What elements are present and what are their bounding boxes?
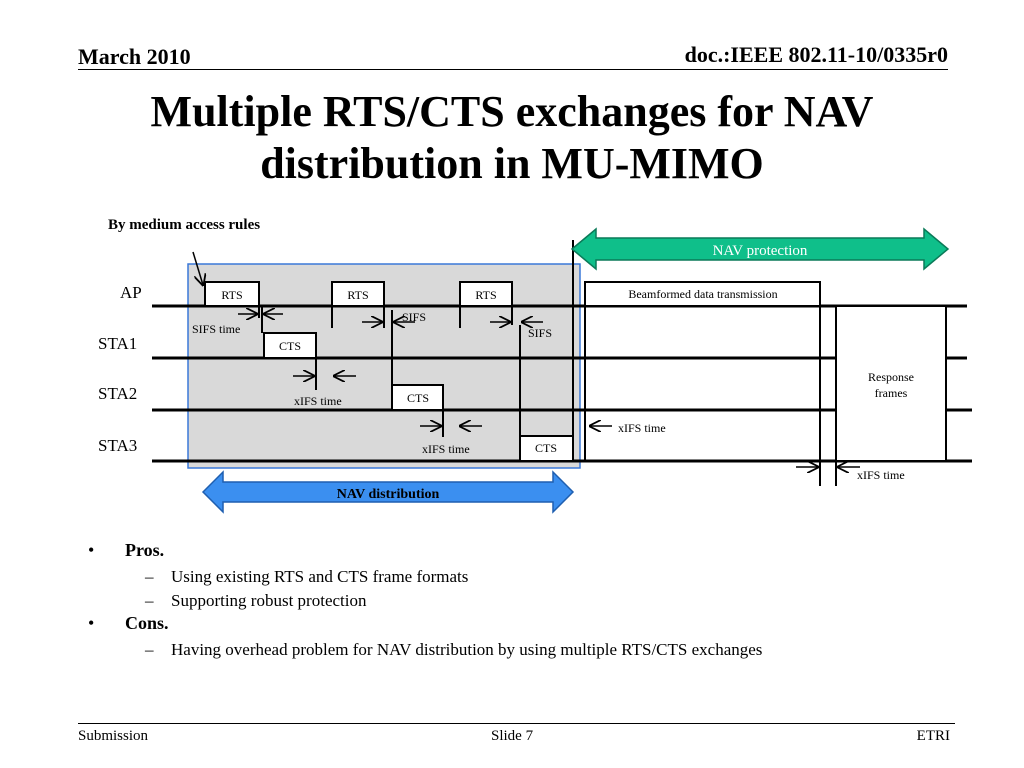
ap-rts-frame-2 [331,281,385,307]
footer-org: ETRI [916,728,950,744]
sta2-cts-frame-label: CTS [407,391,429,405]
footer-slide-number: Slide 7 [491,728,534,744]
slide-title-line1: Multiple RTS/CTS exchanges for NAV [150,87,874,136]
response-frames-label-line1: Response [868,370,914,384]
station-label-sta3: STA3 [98,436,137,455]
ap-rts-frame-2-label: RTS [347,288,368,302]
sifs-time-label: SIFS time [192,322,240,336]
footer-submission: Submission [78,728,149,744]
response-frames-block [835,305,947,462]
ap-rts-frame-3-label: RTS [475,288,496,302]
nav-distribution-arrow [201,470,575,514]
sta1-cts-frame-label: CTS [279,339,301,353]
medium-access-label: By medium access rules [108,217,260,233]
xifs-time-label-response: xIFS time [857,468,905,482]
ap-rts-frame-1-label: RTS [221,288,242,302]
response-frames-label-line2: frames [875,386,908,400]
station-label-sta2: STA2 [98,384,137,403]
sta1-cts-frame [263,332,317,359]
xifs-time-label-sta1: xIFS time [294,394,342,408]
header-rule [78,69,948,70]
sta2-cts-frame [391,384,444,411]
slide-title-line2: distribution in MU-MIMO [260,139,764,188]
footer-rule [78,723,955,724]
sifs-label-1: SIFS [402,310,426,324]
nav-distribution-label: NAV distribution [337,487,440,502]
station-label-sta1: STA1 [98,334,137,353]
nav-protection-label: NAV protection [713,243,808,259]
header-date: March 2010 [78,44,191,69]
sta3-cts-frame [519,435,574,462]
xifs-time-label-sta3: xIFS time [618,421,666,435]
ap-rts-frame-3 [459,281,513,307]
xifs-time-label-sta2: xIFS time [422,442,470,456]
ap-rts-frame-1 [204,281,260,307]
sta3-cts-frame-label: CTS [535,441,557,455]
slide-title: Multiple RTS/CTS exchanges for NAV distr… [0,86,1024,190]
header-doc-id: doc.:IEEE 802.11-10/0335r0 [684,42,948,67]
sifs-label-2: SIFS [528,326,552,340]
ap-beamformed-frame-label: Beamformed data transmission [628,287,777,301]
nav-protection-arrow [570,227,950,271]
interval-arrows [192,251,860,467]
ap-beamformed-frame [584,281,821,307]
station-label-ap: AP [120,283,142,302]
